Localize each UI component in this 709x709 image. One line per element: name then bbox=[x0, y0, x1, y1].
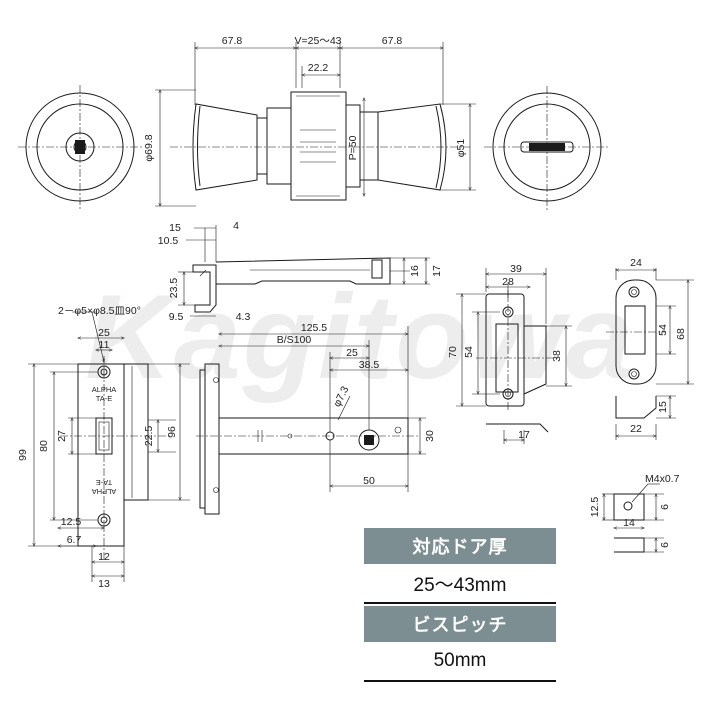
screw-thread: M4x0.7 bbox=[645, 473, 680, 485]
dim-strike-54: 54 bbox=[463, 346, 475, 358]
dim-plate-80: 80 bbox=[38, 440, 50, 452]
dim-side-16: 16 bbox=[409, 265, 421, 277]
dim-plate-11: 11 bbox=[99, 339, 110, 351]
dim-screw-14: 14 bbox=[623, 517, 635, 529]
inner-rosette-view bbox=[484, 86, 610, 210]
dim-plate-96: 96 bbox=[166, 426, 178, 438]
plate-model-top: TA-E bbox=[96, 394, 113, 403]
dim-inner: 22.2 bbox=[308, 62, 329, 74]
dim-side-15: 15 bbox=[169, 222, 181, 234]
dim-plate-12-5: 12.5 bbox=[61, 516, 82, 528]
door-thickness-label: 対応ドア厚 bbox=[364, 528, 556, 564]
dim-side-4: 4 bbox=[233, 220, 239, 232]
dimension-labels: 67.8 V=25～43 67.8 22.2 φ69.8 P=50 φ51 15… bbox=[17, 35, 687, 590]
dim-strike-28: 28 bbox=[502, 276, 514, 288]
knob-side-view bbox=[155, 42, 476, 206]
dim-strike-38: 38 bbox=[551, 350, 563, 362]
strike-box-view bbox=[606, 268, 694, 440]
dim-left-width: 67.8 bbox=[222, 35, 243, 47]
dim-backset: B/S100 bbox=[277, 334, 312, 346]
plate-brand-bottom: ALPHA bbox=[92, 487, 117, 496]
latch-body-view bbox=[196, 326, 426, 515]
bracket-detail-view bbox=[602, 483, 664, 553]
dim-plate-25: 25 bbox=[98, 327, 110, 339]
screw-pitch-value: 50mm bbox=[364, 642, 556, 682]
front-plate-view bbox=[28, 311, 190, 582]
dim-side-4-3: 4.3 bbox=[236, 311, 251, 323]
dim-box-24: 24 bbox=[630, 257, 642, 269]
screw-pitch-label: ビスピッチ bbox=[364, 606, 556, 642]
door-thickness-value: 25～43mm bbox=[364, 564, 556, 604]
dim-side-23-5: 23.5 bbox=[168, 278, 180, 299]
dim-screw-6b: 6 bbox=[659, 542, 671, 548]
dim-box-54: 54 bbox=[657, 324, 669, 336]
dim-screw-12-5: 12.5 bbox=[589, 497, 601, 518]
outer-rosette-view bbox=[18, 85, 142, 210]
hole-note: 2－φ5×φ8.5皿90° bbox=[58, 305, 141, 317]
dim-plate-99: 99 bbox=[17, 449, 29, 461]
strike-plate-view bbox=[456, 268, 572, 444]
plate-brand-top: ALPHA bbox=[92, 385, 117, 394]
dim-latch-125-5: 125.5 bbox=[301, 322, 327, 334]
dim-strike-17: 17 bbox=[518, 429, 530, 441]
dim-plate-12: 12 bbox=[98, 551, 110, 563]
dim-plate-27: 27 bbox=[56, 430, 68, 442]
dim-latch-dia: φ7.3 bbox=[331, 384, 351, 409]
plate-model-bottom: TA-E bbox=[96, 478, 113, 487]
dim-plate-6-7: 6.7 bbox=[67, 534, 82, 546]
dim-latch-50: 50 bbox=[363, 475, 375, 487]
dim-left-dia: φ69.8 bbox=[143, 134, 155, 161]
dim-plate-22-5: 22.5 bbox=[143, 426, 155, 447]
dim-strike-70: 70 bbox=[447, 346, 459, 358]
dim-right-width: 67.8 bbox=[382, 35, 403, 47]
dim-side-17: 17 bbox=[431, 265, 443, 277]
latch-side-profile bbox=[178, 225, 430, 317]
dim-plate-13: 13 bbox=[98, 578, 110, 590]
dim-box-68: 68 bbox=[675, 328, 687, 340]
dim-door-range: V=25～43 bbox=[295, 35, 342, 47]
dim-side-10-5: 10.5 bbox=[158, 235, 179, 247]
dim-screw-6a: 6 bbox=[659, 504, 671, 510]
dim-pitch: P=50 bbox=[347, 135, 359, 160]
dim-latch-25: 25 bbox=[346, 347, 358, 359]
dim-strike-39: 39 bbox=[510, 263, 522, 275]
dim-latch-38-5: 38.5 bbox=[359, 359, 380, 371]
dim-latch-30: 30 bbox=[424, 430, 436, 442]
dim-right-dia: φ51 bbox=[455, 139, 467, 158]
dim-box-15: 15 bbox=[657, 401, 669, 413]
dim-box-22: 22 bbox=[630, 423, 642, 435]
dim-side-9-5: 9.5 bbox=[169, 311, 184, 323]
